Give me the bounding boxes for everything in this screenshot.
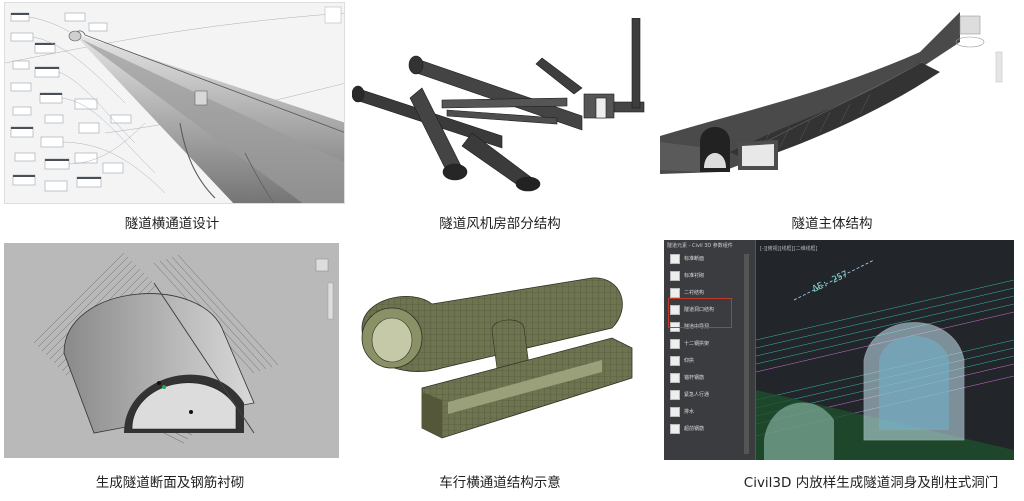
item-thumbnail [670,390,680,400]
item-label: 锚杆钢筋 [684,375,705,381]
item-thumbnail [670,339,680,349]
panel-item[interactable]: 标准衬砌 [670,271,754,283]
panel-item[interactable]: 十二钢拱架 [670,339,754,351]
panel-item[interactable]: 超前钢筋 [670,424,754,436]
item-thumbnail [670,373,680,383]
panel-item[interactable]: 锚杆钢筋 [670,373,754,385]
caption-fan-room-structure: 隧道风机房部分结构 [439,216,561,232]
panel-item[interactable]: 仰拱 [670,356,754,368]
panel-item[interactable]: 隧道洞口结构 [670,305,754,317]
image-tunnel-main-structure [660,2,1004,204]
image-cross-passage-design [4,2,345,204]
civil3d-parts-panel: 隧道元素 - Civil 3D 参数组件 标准断面标准衬砌二衬结构隧道洞口结构隧… [664,240,756,460]
panel-title: 隧道元素 - Civil 3D 参数组件 [667,243,733,249]
item-label: 二衬结构 [684,290,705,296]
panel-item[interactable]: 标准断面 [670,254,754,266]
caption-cross-passage-design: 隧道横通道设计 [124,216,220,232]
image-tunnel-section-rebar [4,243,339,458]
item-thumbnail [670,254,680,264]
image-fan-room-structure [352,18,648,204]
viewport-label[interactable]: [-][俯视][线框][二维线框] [760,245,817,252]
image-vehicle-cross-passage [352,268,648,460]
caption-tunnel-main-structure: 隧道主体结构 [791,216,873,232]
item-thumbnail [670,288,680,298]
caption-civil3d-tunnel-portal: Civil3D 内放样生成隧道洞身及削柱式洞门 [743,475,999,491]
image-civil3d-tunnel-portal: ΔE: 257 [-][俯视][线框][二维线框] 隧道元素 - Civil 3… [664,240,1014,460]
panel-scrollbar[interactable] [744,254,749,454]
selection-highlight [668,298,732,328]
item-label: 标准衬砌 [684,273,705,279]
item-label: 十二钢拱架 [684,341,710,347]
caption-tunnel-section-rebar: 生成隧道断面及钢筋衬砌 [95,475,245,491]
item-label: 超前钢筋 [684,426,705,432]
item-thumbnail [670,271,680,281]
item-label: 隧道洞口结构 [684,307,715,313]
item-thumbnail [670,305,680,315]
item-thumbnail [670,407,680,417]
panel-item[interactable]: 二衬结构 [670,288,754,300]
item-label: 紧急人行通 [684,392,710,398]
panel-item[interactable]: 紧急人行通 [670,390,754,402]
item-thumbnail [670,424,680,434]
item-label: 仰拱 [684,358,695,364]
caption-vehicle-cross-passage: 车行横通道结构示意 [439,475,561,491]
panel-item[interactable]: 排水 [670,407,754,419]
item-label: 标准断面 [684,256,705,262]
item-thumbnail [670,356,680,366]
item-label: 排水 [684,409,695,415]
